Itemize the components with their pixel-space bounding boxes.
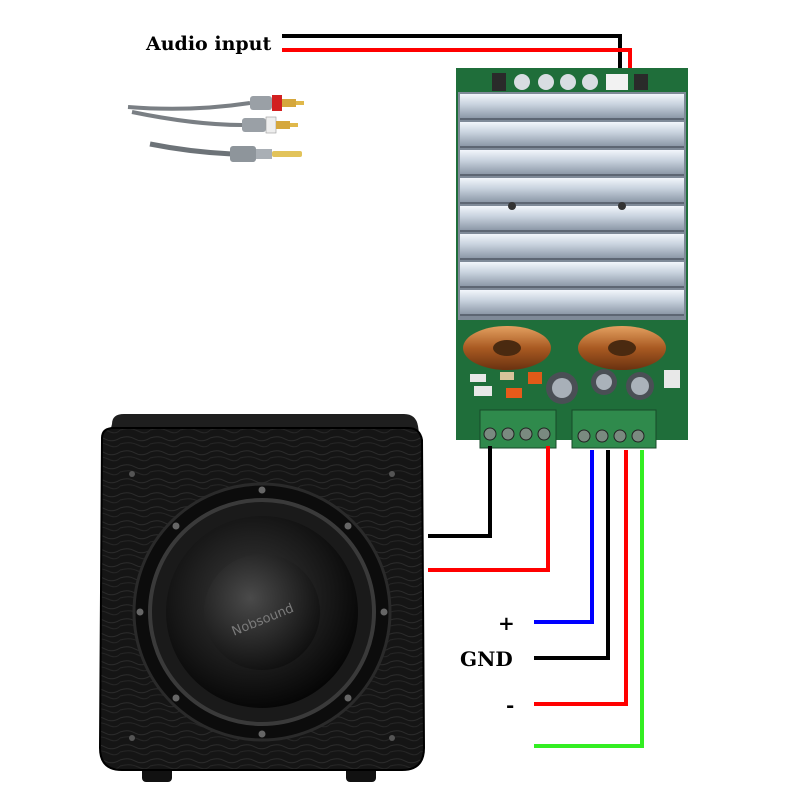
rca-to-3.5mm-cable-icon	[127, 95, 304, 162]
heatsink-fin	[460, 94, 684, 118]
gnd-label: GND	[460, 647, 513, 671]
power-blue-wire	[534, 450, 594, 624]
power-green-wire	[534, 450, 644, 748]
wires	[282, 34, 644, 748]
inductor-coils	[463, 326, 666, 370]
dust-cap	[204, 554, 320, 670]
heatsink-fin	[460, 206, 684, 230]
amplifier-board-icon	[456, 68, 688, 449]
minus-label: -	[506, 693, 514, 717]
audio-input-red-wire	[282, 48, 632, 68]
speaker-black-wire	[428, 446, 492, 538]
heatsink-fin	[460, 290, 684, 314]
plus-label: +	[498, 611, 515, 635]
subwoofer-speaker-icon: Nobsound	[98, 414, 426, 782]
power-black-wire	[534, 450, 610, 660]
audio-input-label: Audio input	[145, 33, 271, 55]
power-red-wire	[534, 450, 628, 706]
heatsink	[458, 92, 686, 320]
top-capacitors	[492, 73, 648, 91]
board-components	[470, 369, 680, 404]
speaker-terminal-block	[479, 409, 557, 449]
heatsink-fin	[460, 150, 684, 174]
heatsink-fin	[460, 262, 684, 286]
audio-input-black-wire	[282, 34, 622, 68]
heatsink-fin	[460, 122, 684, 146]
speaker-red-wire	[428, 446, 550, 572]
power-terminal-block	[571, 409, 657, 449]
heatsink-fin	[460, 234, 684, 258]
heatsink-fin	[460, 178, 684, 202]
